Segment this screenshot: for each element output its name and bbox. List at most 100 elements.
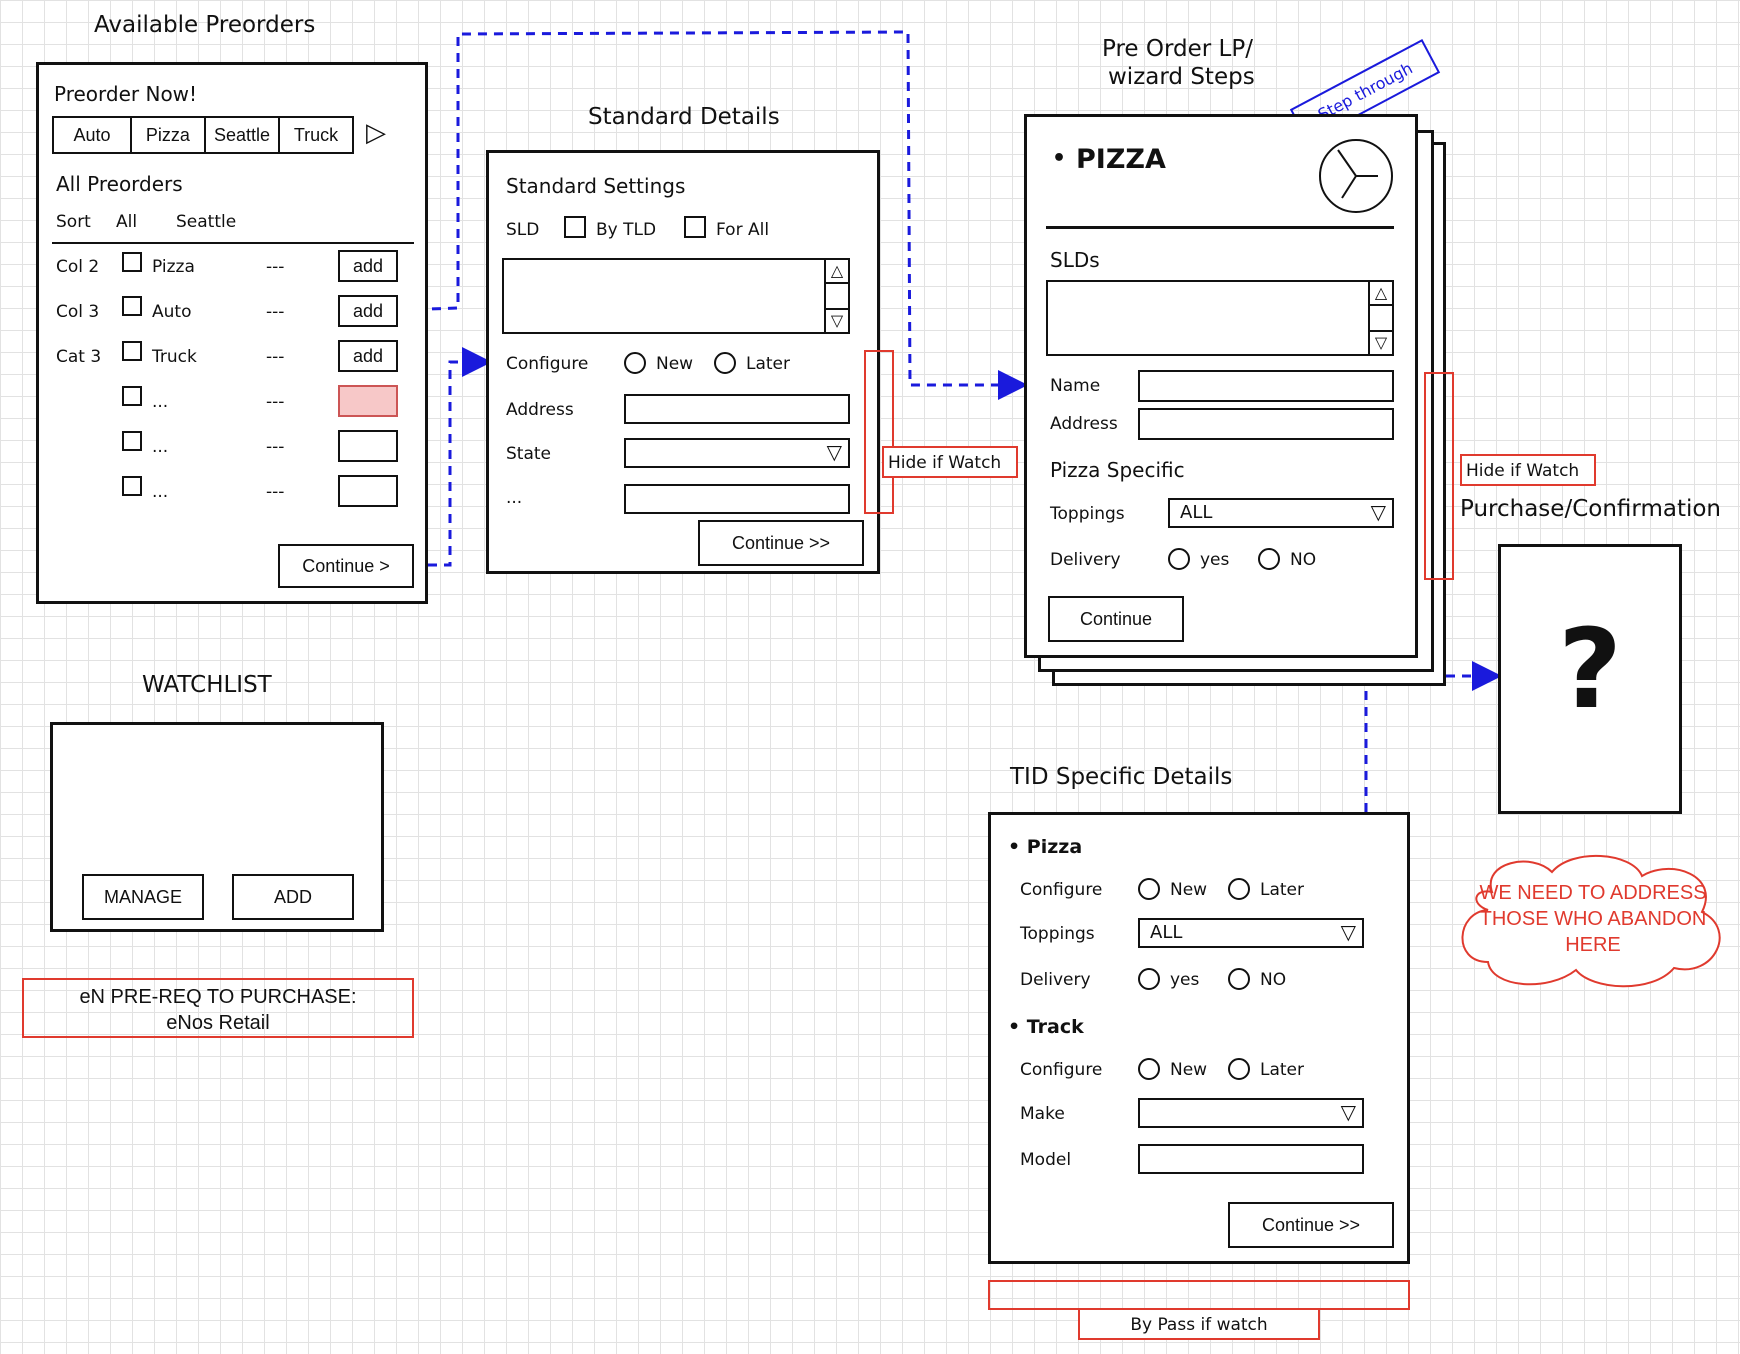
row-name: Auto [152,302,192,322]
scroll-up-icon[interactable]: △ [826,260,848,284]
lp-delivery-no-label: NO [1290,550,1317,570]
tid-configure-label: Configure [1020,880,1103,900]
sld-listbox[interactable]: △ ▽ [502,258,850,334]
tid-make-select[interactable]: ▽ [1138,1098,1364,1128]
connector-add-to-lp [399,30,1028,400]
tid-toppings-select[interactable]: ALL▽ [1138,918,1364,948]
tid-delivery-no-label: NO [1260,970,1287,990]
tabs-next-icon[interactable]: ▷ [366,118,386,148]
tid-make-label: Make [1020,1104,1065,1124]
hide-if-watch-note-1: Hide if Watch [882,446,1018,478]
chevron-down-icon: ▽ [1340,1100,1356,1124]
lp-continue-button[interactable]: Continue [1048,596,1184,642]
unknown-question-mark: ? [1558,605,1622,733]
tid-delivery-yes-radio[interactable] [1138,968,1160,990]
address-label: Address [506,400,574,420]
tid-model-label: Model [1020,1150,1072,1170]
add-empty-button[interactable] [338,430,398,462]
lp-toppings-value: ALL [1180,502,1213,523]
row-checkbox[interactable] [122,296,142,316]
sort-option-seattle[interactable]: Seattle [176,212,237,232]
lp-name-label: Name [1050,376,1101,396]
tid-configure-new-label: New [1170,880,1208,900]
tid-toppings-value: ALL [1150,922,1183,943]
row-dash: --- [266,437,285,457]
add-highlighted-button[interactable] [338,385,398,417]
lp-toppings-label: Toppings [1050,504,1125,524]
hide-if-watch-bar-1 [864,350,894,514]
row-name: Truck [152,347,197,367]
row-checkbox[interactable] [122,386,142,406]
continue-button[interactable]: Continue > [278,544,414,588]
row-checkbox[interactable] [122,431,142,451]
add-truck-button[interactable]: add [338,340,398,372]
tid-delivery-no-radio[interactable] [1228,968,1250,990]
add-pizza-button[interactable]: add [338,250,398,282]
tid-configure-new-radio[interactable] [1138,878,1160,900]
category-tabs: Auto Pizza Seattle Truck [52,116,354,154]
pizza-image-icon [1319,139,1393,213]
row-dash: --- [266,482,285,502]
row-name: ... [152,392,169,412]
configure-later-radio[interactable] [714,352,736,374]
for-all-checkbox[interactable] [684,216,706,238]
tid-toppings-label: Toppings [1020,924,1095,944]
standard-details-title: Standard Details [588,104,780,130]
tid-configure2-new-radio[interactable] [1138,1058,1160,1080]
for-all-label: For All [716,220,770,240]
tid-model-input[interactable] [1138,1144,1364,1174]
tid-details-title: TID Specific Details [1010,764,1233,790]
slds-scrollbar[interactable]: △ ▽ [1368,282,1392,354]
hide-if-watch-note-2: Hide if Watch [1460,454,1596,486]
lp-delivery-no-radio[interactable] [1258,548,1280,570]
tid-configure2-new-label: New [1170,1060,1208,1080]
add-empty-button[interactable] [338,475,398,507]
abandon-note-line3: HERE [1565,934,1621,956]
sort-option-all[interactable]: All [116,212,138,232]
abandon-cloud [1461,854,1721,988]
row-dash: --- [266,302,285,322]
state-select[interactable]: ▽ [624,438,850,468]
tid-delivery-label: Delivery [1020,970,1091,990]
extra-input[interactable] [624,484,850,514]
state-label: State [506,444,551,464]
scroll-up-icon[interactable]: △ [1370,282,1392,306]
add-auto-button[interactable]: add [338,295,398,327]
tid-configure2-later-radio[interactable] [1228,1058,1250,1080]
slds-listbox[interactable]: △ ▽ [1046,280,1394,356]
bypass-bar [988,1280,1410,1310]
tid-continue-button[interactable]: Continue >> [1228,1202,1394,1248]
manage-button[interactable]: MANAGE [82,874,204,920]
lp-divider [1046,226,1394,229]
lp-address-input[interactable] [1138,408,1394,440]
tid-configure-later-radio[interactable] [1228,878,1250,900]
tid-configure-later-label: Later [1260,880,1305,900]
watchlist-title: WATCHLIST [142,672,272,698]
lp-name-input[interactable] [1138,370,1394,402]
configure-new-radio[interactable] [624,352,646,374]
sld-scrollbar[interactable]: △ ▽ [824,260,848,332]
lp-delivery-yes-radio[interactable] [1168,548,1190,570]
prereq-note-line1: eN PRE-REQ TO PURCHASE: [79,986,357,1008]
scroll-down-icon[interactable]: ▽ [826,308,848,332]
watchlist-add-button[interactable]: ADD [232,874,354,920]
by-tld-label: By TLD [596,220,657,240]
tab-auto[interactable]: Auto [54,118,132,152]
tid-track-heading: • Track [1008,1016,1084,1038]
row-checkbox[interactable] [122,252,142,272]
more-label: ... [506,488,523,508]
row-name: ... [152,482,169,502]
chevron-down-icon: ▽ [1370,500,1386,524]
by-tld-checkbox[interactable] [564,216,586,238]
address-input[interactable] [624,394,850,424]
sort-label: Sort [56,212,91,232]
row-checkbox[interactable] [122,341,142,361]
row-checkbox[interactable] [122,476,142,496]
tab-truck[interactable]: Truck [293,124,339,145]
tab-seattle[interactable]: Seattle [206,118,280,152]
scroll-down-icon[interactable]: ▽ [1370,330,1392,354]
tab-pizza[interactable]: Pizza [132,118,206,152]
row-name: Pizza [152,257,195,277]
lp-toppings-select[interactable]: ALL ▽ [1168,498,1394,528]
standard-continue-button[interactable]: Continue >> [698,520,864,566]
